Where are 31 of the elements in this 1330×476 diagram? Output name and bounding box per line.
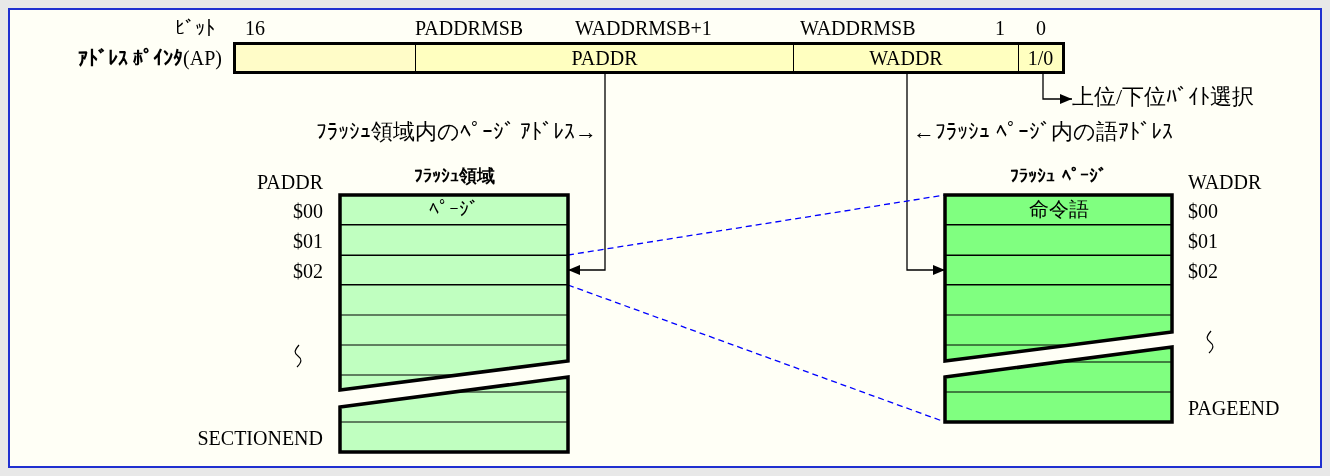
memory-row [945,255,1172,285]
memory-row: 命令語 [945,195,1172,225]
column-heading: WADDR [1188,171,1262,193]
bit-field: 1/0 [1018,45,1062,71]
address-label: $01 [293,230,323,252]
annotation-text: ﾌﾗｯｼｭ領域内のﾍﾟｰｼﾞ ｱﾄﾞﾚｽ→ [315,121,597,143]
annotation-text: ←ﾌﾗｯｼｭ ﾍﾟｰｼﾞ内の語ｱﾄﾞﾚｽ [913,121,1173,143]
bit-label: PADDRMSB [415,17,524,39]
address-label: $01 [1188,230,1218,252]
bit-field: WADDR [793,45,1018,71]
address-label: $00 [293,200,323,222]
address-label: $02 [293,260,323,282]
block-heading: ﾌﾗｯｼｭ ﾍﾟｰｼﾞ [1009,165,1108,187]
block-heading: ﾌﾗｯｼｭ領域 [412,165,496,187]
address-label: SECTIONEND [197,427,323,449]
memory-row: ﾍﾟｰｼﾞ [340,195,568,225]
address-label: $00 [1188,200,1218,222]
note-text: 上位/下位ﾊﾞｲﾄ選択 [1072,86,1312,112]
bit-number: 0 [1036,17,1046,39]
bit-field: PADDR [415,45,793,71]
bit-number: 1 [995,17,1005,39]
column-heading: PADDR [257,171,323,193]
bit-field [236,45,415,71]
address-label: $02 [1188,260,1218,282]
address-label: PAGEEND [1188,397,1280,419]
register-label: ｱﾄﾞﾚｽ ﾎﾟｲﾝﾀ(AP) [77,47,222,69]
bit-label: ﾋﾞｯﾄ [175,17,215,39]
bit-number: 16 [245,17,265,39]
bit-label: WADDRMSB [800,17,916,39]
bit-label: WADDRMSB+1 [575,17,712,39]
memory-row [340,255,568,285]
